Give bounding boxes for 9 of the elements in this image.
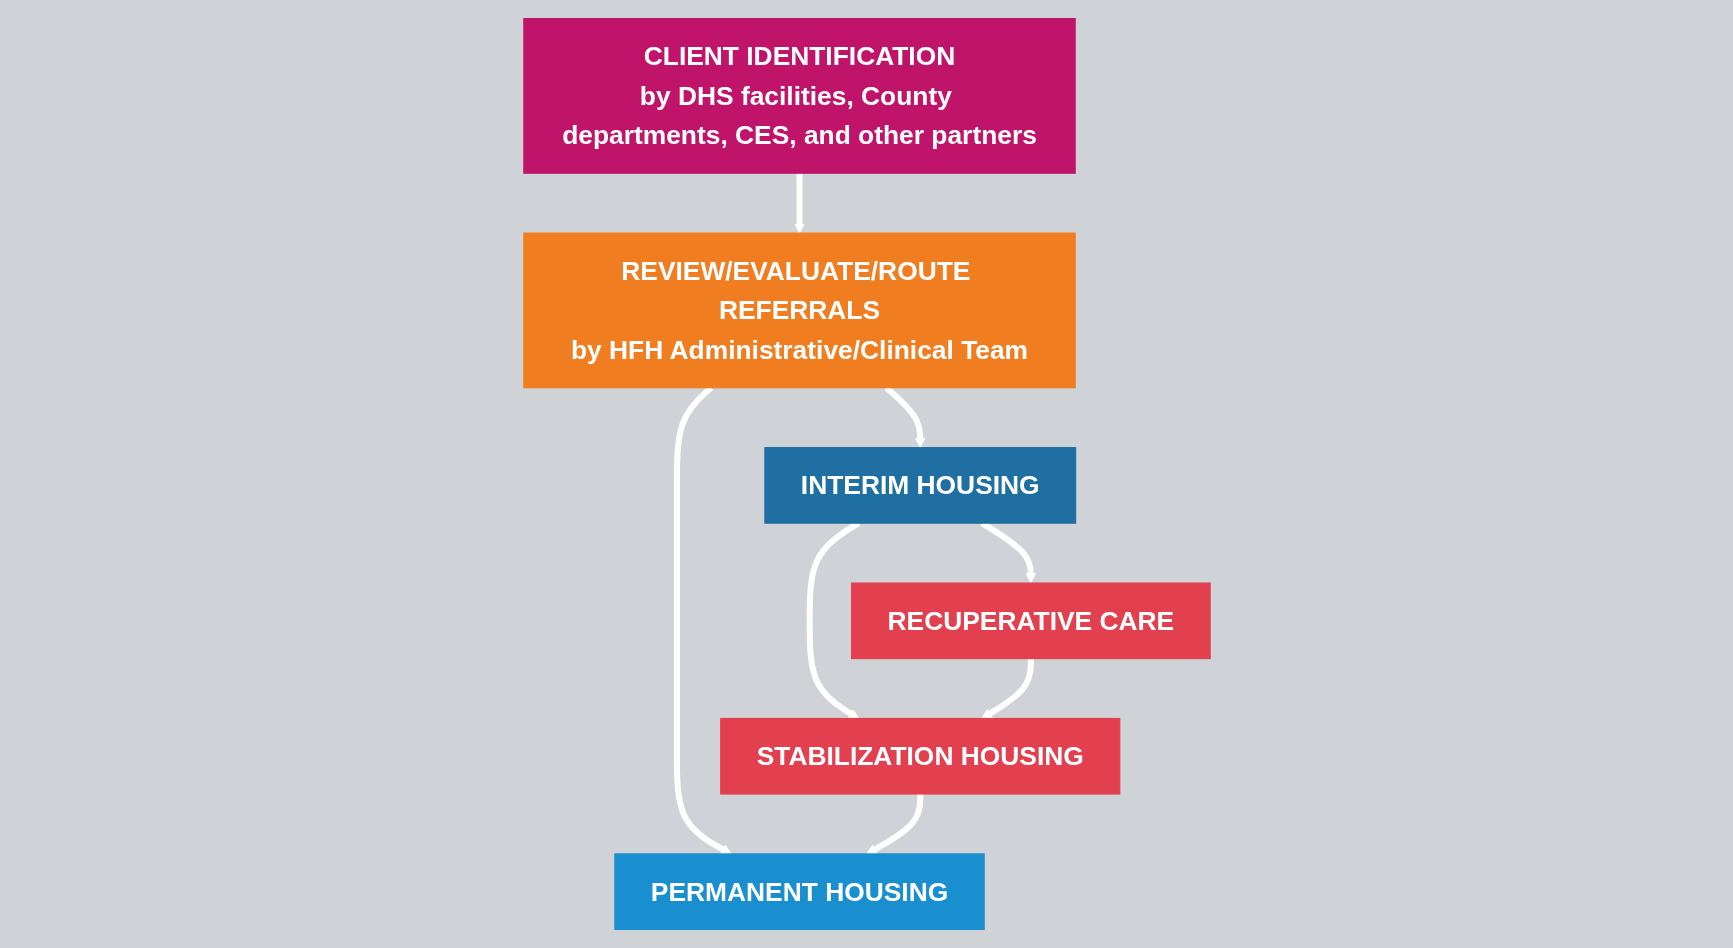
arrow bbox=[793, 173, 805, 234]
node-box: INTERIM HOUSING bbox=[763, 447, 1076, 524]
node-box: PERMANENT HOUSING bbox=[613, 853, 985, 930]
arrow bbox=[980, 658, 1034, 719]
node-box: STABILIZATION HOUSING bbox=[719, 717, 1120, 795]
node-box: CLIENT IDENTIFICATION by DHS facilities, County departments, CES, and other partners bbox=[522, 18, 1076, 174]
node-box: RECUPERATIVE CARE bbox=[850, 582, 1211, 660]
node-box: REVIEW/EVALUATE/ROUTE REFERRALS by HFH Administrative/Clinical Team bbox=[522, 232, 1076, 389]
arrow bbox=[865, 794, 923, 855]
